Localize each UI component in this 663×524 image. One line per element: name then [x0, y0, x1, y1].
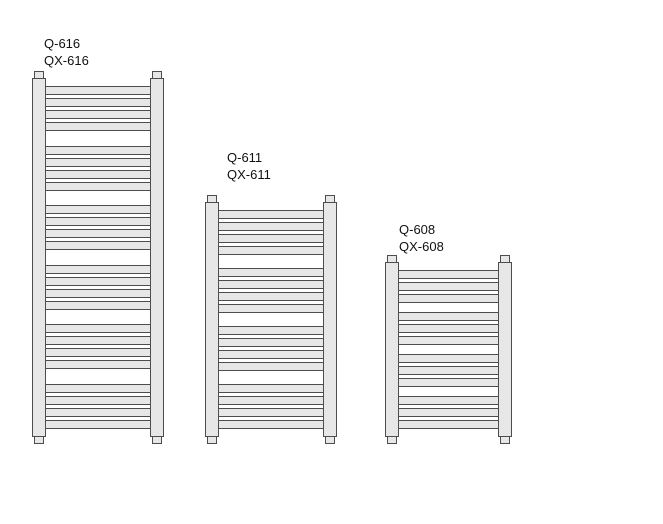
horizontal-tube — [398, 378, 499, 387]
horizontal-tube — [218, 222, 324, 231]
left-collector-pipe — [205, 195, 219, 444]
bottom-connector-stub — [207, 436, 217, 444]
horizontal-tube — [45, 276, 151, 286]
horizontal-tube — [45, 360, 151, 370]
left-collector-pipe — [385, 255, 399, 444]
horizontal-tube — [45, 324, 151, 334]
horizontal-tube — [218, 210, 324, 219]
model-name-qx: QX-608 — [399, 239, 444, 254]
horizontal-tube — [398, 270, 499, 279]
horizontal-tube — [398, 336, 499, 345]
horizontal-tube — [45, 336, 151, 346]
tube-group — [218, 210, 324, 255]
bottom-connector-stub — [152, 436, 162, 444]
horizontal-tube — [45, 217, 151, 227]
model-name-qx: QX-616 — [44, 53, 89, 68]
radiator-drawing-tall — [32, 71, 164, 444]
right-collector-pipe — [150, 71, 164, 444]
horizontal-tube — [45, 407, 151, 417]
top-connector-stub — [500, 255, 510, 263]
top-connector-stub — [34, 71, 44, 79]
horizontal-tube — [45, 181, 151, 191]
horizontal-tube — [218, 338, 324, 347]
horizontal-tube — [45, 395, 151, 405]
tube-group — [45, 324, 151, 370]
tube-group — [45, 205, 151, 251]
radiator-3-label: Q-608 QX-608 — [399, 221, 444, 255]
horizontal-tube — [218, 408, 324, 417]
radiator-drawing-short — [385, 255, 512, 444]
top-connector-stub — [207, 195, 217, 203]
horizontal-tube — [218, 362, 324, 371]
horizontal-tube — [398, 366, 499, 375]
bottom-connector-stub — [34, 436, 44, 444]
tube-group — [398, 396, 499, 429]
horizontal-tube — [218, 304, 324, 313]
horizontal-tube — [45, 229, 151, 239]
tube-array — [398, 262, 499, 437]
tube-group — [218, 326, 324, 371]
horizontal-tube — [398, 294, 499, 303]
model-name-q: Q-608 — [399, 222, 436, 237]
tube-group — [398, 312, 499, 345]
tube-array — [218, 202, 324, 437]
horizontal-tube — [218, 268, 324, 277]
horizontal-tube — [218, 396, 324, 405]
right-collector-pipe — [498, 255, 512, 444]
horizontal-tube — [45, 264, 151, 274]
bottom-connector-stub — [500, 436, 510, 444]
tube-group — [45, 264, 151, 310]
horizontal-tube — [218, 246, 324, 255]
tube-group — [218, 384, 324, 429]
model-name-qx: QX-611 — [227, 167, 271, 182]
horizontal-tube — [45, 241, 151, 251]
radiator-1-label: Q-616 QX-616 — [44, 35, 89, 69]
horizontal-tube — [45, 122, 151, 131]
horizontal-tube — [398, 408, 499, 417]
horizontal-tube — [45, 98, 151, 107]
radiator-drawing-medium — [205, 195, 337, 444]
bottom-connector-stub — [387, 436, 397, 444]
tube-group — [398, 354, 499, 387]
model-name-q: Q-616 — [44, 36, 81, 51]
horizontal-tube — [398, 324, 499, 333]
horizontal-tube — [218, 384, 324, 393]
horizontal-tube — [218, 420, 324, 429]
horizontal-tube — [45, 383, 151, 393]
top-connector-stub — [387, 255, 397, 263]
horizontal-tube — [45, 169, 151, 179]
horizontal-tube — [398, 420, 499, 429]
horizontal-tube — [398, 312, 499, 321]
horizontal-tube — [398, 354, 499, 363]
horizontal-tube — [218, 350, 324, 359]
model-name-q: Q-611 — [227, 150, 263, 165]
horizontal-tube — [45, 157, 151, 167]
horizontal-tube — [45, 145, 151, 155]
top-connector-stub — [152, 71, 162, 79]
horizontal-tube — [218, 292, 324, 301]
horizontal-tube — [45, 86, 151, 95]
horizontal-tube — [218, 326, 324, 335]
right-collector-pipe — [323, 195, 337, 444]
horizontal-tube — [45, 300, 151, 310]
horizontal-tube — [45, 348, 151, 358]
tube-group — [45, 86, 151, 131]
top-connector-stub — [325, 195, 335, 203]
horizontal-tube — [218, 234, 324, 243]
horizontal-tube — [45, 205, 151, 215]
tube-group — [398, 270, 499, 303]
horizontal-tube — [398, 396, 499, 405]
tube-group — [218, 268, 324, 313]
left-collector-pipe — [32, 71, 46, 444]
horizontal-tube — [45, 110, 151, 119]
tube-array — [45, 78, 151, 437]
radiator-2-label: Q-611 QX-611 — [227, 149, 271, 183]
horizontal-tube — [218, 280, 324, 289]
tube-group — [45, 383, 151, 429]
tube-group — [45, 145, 151, 191]
horizontal-tube — [398, 282, 499, 291]
bottom-connector-stub — [325, 436, 335, 444]
horizontal-tube — [45, 419, 151, 429]
horizontal-tube — [45, 288, 151, 298]
